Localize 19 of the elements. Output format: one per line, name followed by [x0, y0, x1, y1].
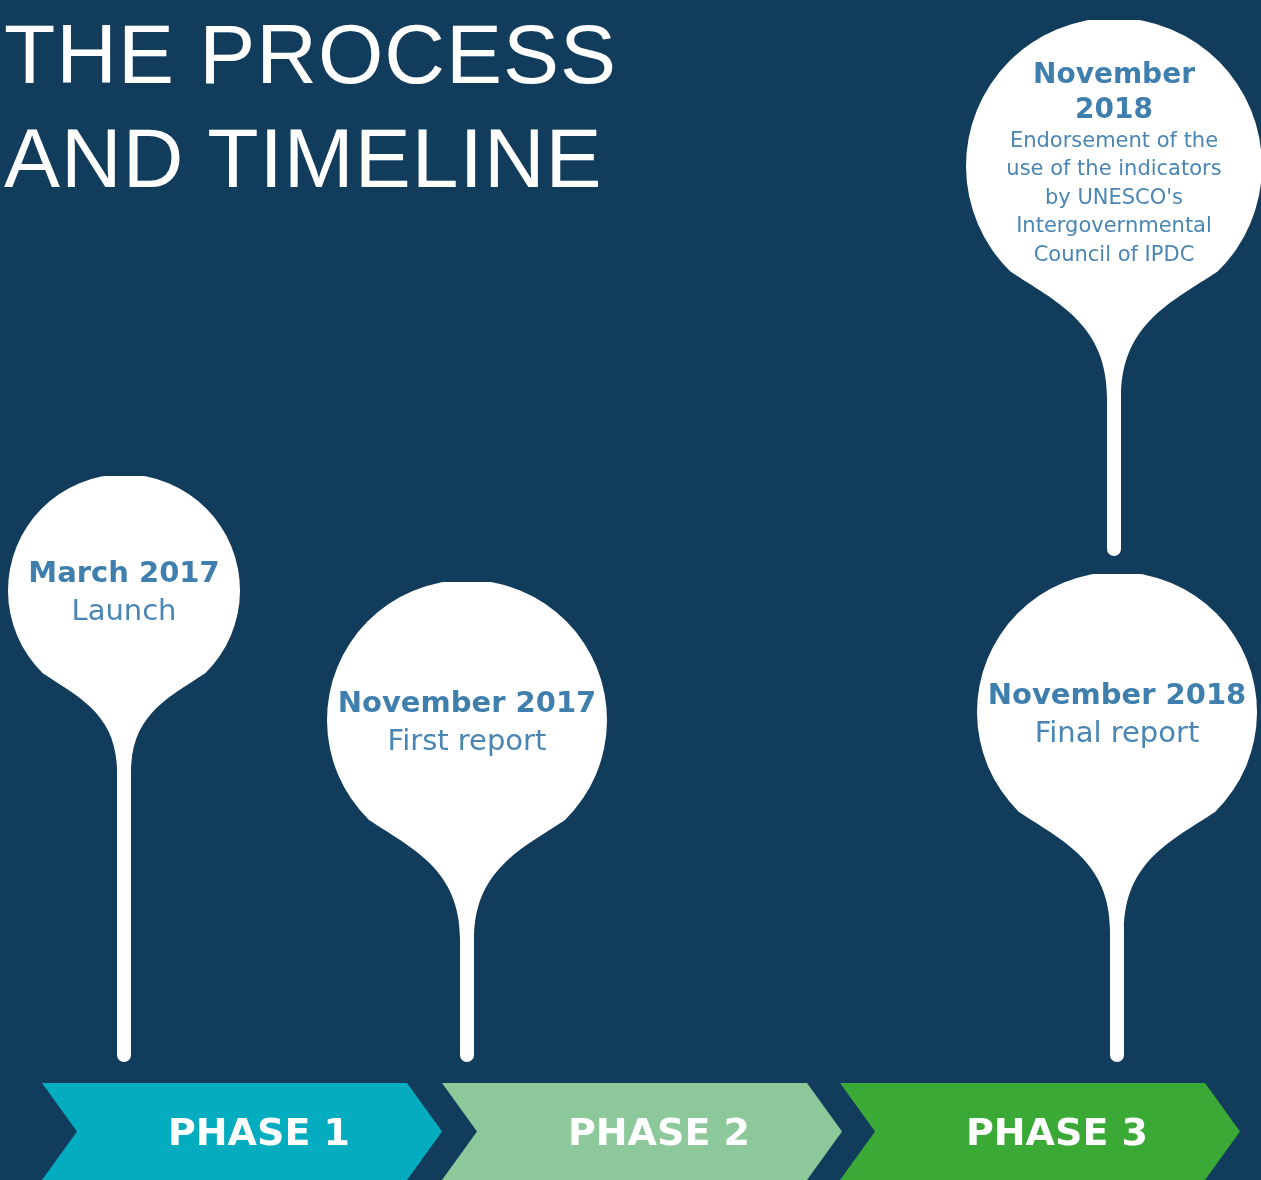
title: THE PROCESS AND TIMELINE	[4, 6, 619, 207]
phase-banner	[42, 1083, 442, 1180]
event-description: First report	[387, 721, 547, 759]
event-description: Launch	[71, 591, 177, 629]
date-heading: November 2018	[1032, 56, 1196, 127]
date-heading: November 2017	[337, 684, 597, 721]
map-pin-marker	[8, 476, 240, 1062]
phase-banner	[442, 1083, 842, 1180]
phase-label: PHASE 2	[567, 1109, 751, 1154]
phase-banner	[840, 1083, 1240, 1180]
phase-label: PHASE 3	[965, 1109, 1149, 1154]
date-heading: November 2018	[987, 676, 1247, 713]
map-pin-marker	[327, 582, 607, 1062]
map-pin-marker	[977, 574, 1257, 1062]
phase-label: PHASE 1	[167, 1109, 351, 1154]
date-heading: March 2017	[28, 554, 220, 591]
map-pin-marker	[966, 20, 1261, 556]
event-description: Final report	[1034, 713, 1200, 751]
event-description: Endorsement of the use of the indicators by UNESCO's Intergovernmental Council of IPDC	[1005, 127, 1223, 268]
